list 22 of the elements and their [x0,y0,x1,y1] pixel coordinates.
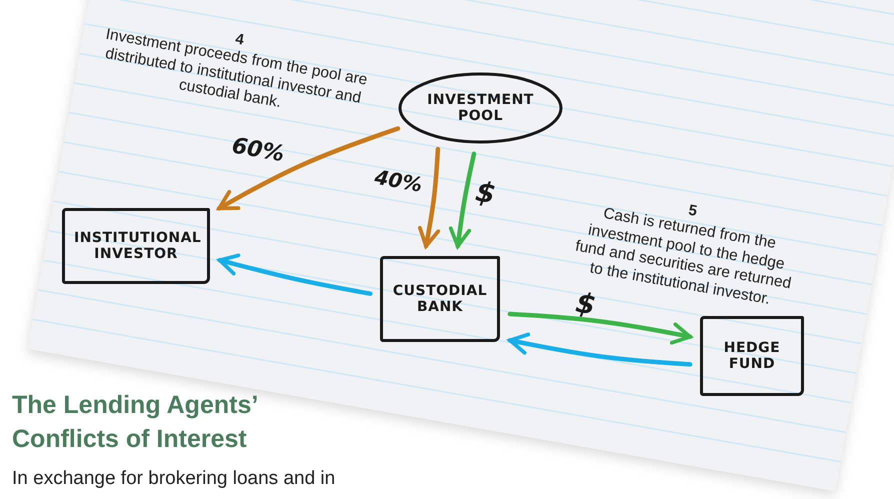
body-text: In exchange for brokering loans and in [12,468,336,490]
node-label: INSTITUTIONAL INVESTOR [74,230,198,262]
edge-label: 60% [230,134,286,168]
arrow [216,126,400,211]
arrow [218,254,372,296]
sketch-box [62,208,210,284]
sketch-box [700,316,804,396]
edge-label: $ [573,286,598,322]
heading: The Lending Agents’ Conflicts of Interest [12,390,258,455]
node-label: INVESTMENT POOL [426,92,535,124]
step-number: 5 [687,200,698,220]
node-label: HEDGE FUND [722,340,782,372]
edge-label: $ [473,174,498,210]
step-number: 4 [234,29,246,49]
sketch-box [380,256,500,342]
pool-ellipse [398,72,563,144]
arrow [508,312,692,345]
arrow [508,332,692,367]
edge-label: 40% [372,164,424,197]
node-label: CUSTODIAL BANK [392,282,488,316]
arrow [418,146,440,248]
arrow [448,152,476,248]
